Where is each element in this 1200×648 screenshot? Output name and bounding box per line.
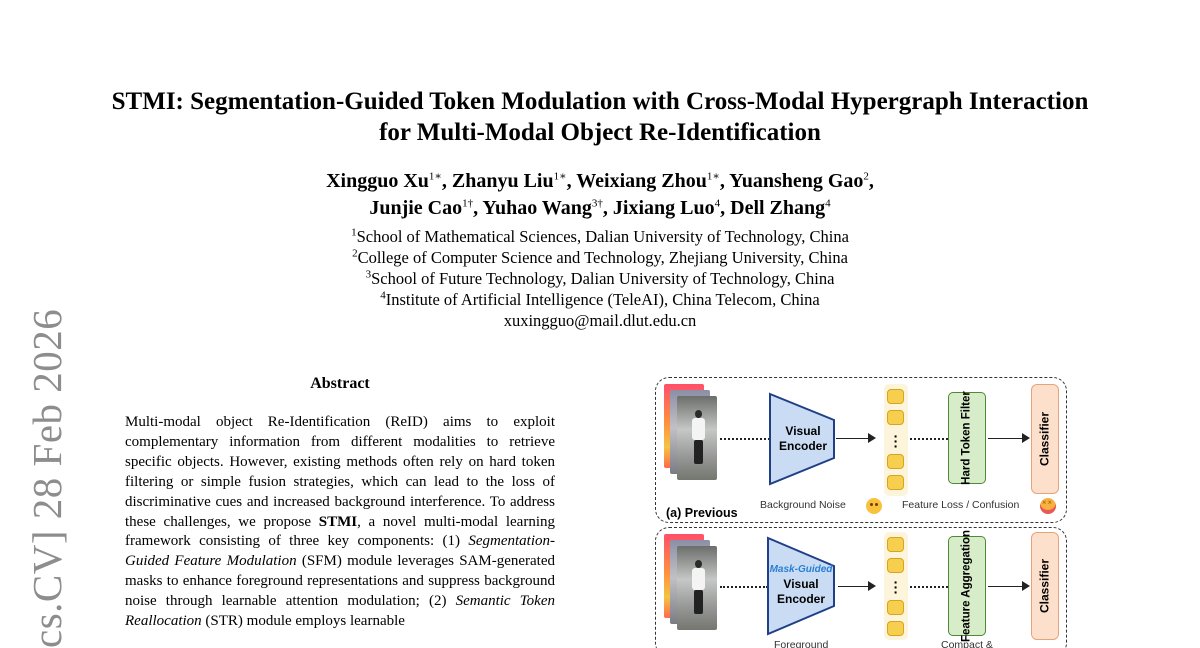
- ellipsis: ···: [893, 428, 899, 454]
- arrowhead: [868, 581, 876, 591]
- token: [887, 558, 904, 573]
- panel-ours: Mask-Guided Visual Encoder ··· Feature A…: [655, 527, 1067, 648]
- classifier-label: Classifier: [1037, 411, 1052, 467]
- author: Zhanyu Liu: [451, 170, 554, 192]
- affiliation-text: Institute of Artificial Intelligence (Te…: [385, 290, 820, 309]
- arrow: [836, 438, 870, 439]
- method-comparison-figure: Visual Encoder ··· Hard Token Filter Cla…: [650, 372, 1070, 648]
- str-term: Semantic Token Reallocation: [125, 593, 555, 630]
- classifier-box: Classifier: [1031, 384, 1059, 494]
- worried-emoji-icon: [866, 498, 882, 514]
- mask-guided-tag: Mask-Guided: [769, 564, 833, 575]
- affiliation-text: School of Mathematical Sciences, Dalian …: [356, 227, 849, 246]
- affiliation-mark: 4: [380, 289, 386, 302]
- arrow: [988, 438, 1024, 439]
- arrowhead: [868, 433, 876, 443]
- token: [887, 454, 904, 469]
- input-image-stack: [664, 384, 717, 484]
- visual-encoder-label: Visual Encoder: [776, 577, 825, 606]
- affiliation: 4Institute of Artificial Intelligence (T…: [200, 289, 1000, 310]
- classifier-box: Classifier: [1031, 532, 1059, 640]
- author: Yuansheng Gao: [729, 170, 864, 192]
- method-name: STMI: [318, 513, 358, 530]
- affiliation-list: 1School of Mathematical Sciences, Dalian…: [200, 226, 1000, 331]
- person-figure: [691, 410, 705, 466]
- author-mark: 4: [714, 197, 721, 210]
- visual-encoder-label: Visual Encoder: [778, 424, 827, 453]
- hard-token-filter-label: Hard Token Filter: [960, 391, 973, 485]
- dotted-connector: [910, 586, 948, 588]
- feature-aggregation-label: Feature Aggregation: [960, 529, 973, 643]
- affiliation: 1School of Mathematical Sciences, Dalian…: [200, 226, 1000, 247]
- token: [887, 389, 904, 404]
- abstract-text: Multi-modal object Re-Identification (Re…: [125, 414, 555, 530]
- token-column: ···: [884, 384, 908, 496]
- hard-token-filter-box: Hard Token Filter: [948, 391, 986, 485]
- sfm-term: Segmentation-Guided Feature Modulation: [125, 533, 555, 570]
- affiliation-mark: 2: [352, 247, 358, 260]
- feature-aggregation-box: Feature Aggregation: [948, 530, 986, 642]
- affiliation-mark: 3: [365, 268, 372, 281]
- token: [887, 621, 904, 636]
- feature-loss-note: Feature Loss / Confusion: [902, 499, 1020, 511]
- dotted-connector: [720, 586, 768, 588]
- author-mark: 1†: [462, 197, 474, 210]
- token: [887, 600, 904, 615]
- arrowhead: [1022, 433, 1030, 443]
- author-mark: 4: [825, 197, 831, 210]
- abstract-text: (SFM) module leverages SAM-generated mas…: [125, 553, 555, 610]
- arrow: [988, 586, 1024, 587]
- author-mark: 1∗: [553, 170, 567, 183]
- ellipsis: ···: [893, 574, 899, 600]
- mask-guided-encoder-shape: [767, 536, 835, 636]
- tir-image: [677, 396, 717, 480]
- affiliation-text: College of Computer Science and Technolo…: [357, 248, 848, 267]
- arxiv-side-stamp: cs.CV] 28 Feb 2026: [24, 308, 70, 648]
- email[interactable]: xuxingguo@mail.dlut.edu.cn: [503, 311, 697, 330]
- author-mark: 1∗: [706, 170, 720, 183]
- arrow: [838, 586, 870, 587]
- dizzy-emoji-icon: [1040, 498, 1056, 514]
- input-image-stack: [664, 534, 717, 634]
- author: Junjie Cao: [369, 197, 463, 219]
- foreground-note: Foreground: [774, 639, 829, 648]
- author-mark: 2: [863, 170, 869, 183]
- visual-encoder-shape: [769, 392, 835, 486]
- paper-title: STMI: Segmentation-Guided Token Modulati…: [111, 88, 1089, 146]
- token: [887, 410, 904, 425]
- mask-guided-encoder-label: Mask-Guided Visual Encoder: [766, 562, 836, 607]
- token-column: ···: [884, 532, 908, 640]
- panel-a-caption: (a) Previous: [666, 506, 738, 520]
- dotted-connector: [720, 438, 770, 440]
- author: Xingguo Xu: [326, 170, 429, 192]
- affiliation-text: School of Future Technology, Dalian Univ…: [371, 269, 835, 288]
- dotted-connector: [910, 438, 948, 440]
- author-list: Xingguo Xu1∗, Zhanyu Liu1∗, Weixiang Zho…: [326, 170, 874, 219]
- token: [887, 537, 904, 552]
- tir-image: [677, 546, 717, 630]
- compact-note: Compact &: [941, 639, 993, 648]
- person-figure: [691, 560, 705, 616]
- author-mark: 1∗: [428, 170, 442, 183]
- abstract-heading: Abstract: [310, 375, 370, 392]
- abstract-text: , a novel multi-modal learning framework…: [125, 513, 555, 550]
- author-mark: 3†: [591, 197, 603, 210]
- panel-previous: Visual Encoder ··· Hard Token Filter Cla…: [655, 377, 1067, 523]
- affiliation: 2College of Computer Science and Technol…: [200, 247, 1000, 268]
- background-noise-note: Background Noise: [760, 499, 846, 511]
- classifier-label: Classifier: [1037, 558, 1052, 614]
- abstract-body: Multi-modal object Re-Identification (Re…: [125, 413, 555, 648]
- token: [887, 475, 904, 490]
- author: Dell Zhang: [730, 197, 826, 219]
- author: Jixiang Luo: [612, 197, 715, 219]
- author: Weixiang Zhou: [576, 170, 707, 192]
- affiliation: 3School of Future Technology, Dalian Uni…: [200, 268, 1000, 289]
- affiliation-mark: 1: [351, 226, 357, 239]
- arrowhead: [1022, 581, 1030, 591]
- author: Yuhao Wang: [482, 197, 592, 219]
- abstract-text: (STR) module employs learnable: [201, 613, 405, 630]
